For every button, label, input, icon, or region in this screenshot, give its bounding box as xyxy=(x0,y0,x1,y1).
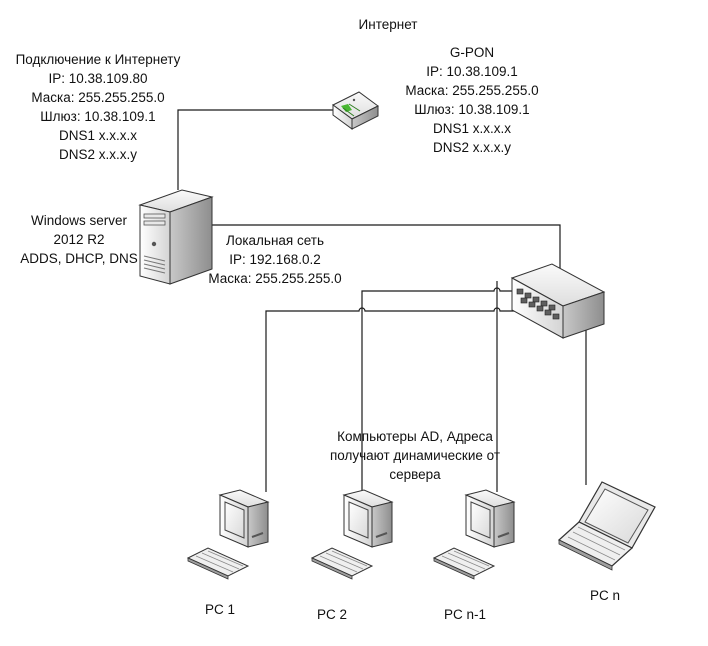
pc-n-label: PC n xyxy=(589,588,620,603)
pc1-label: PC 1 xyxy=(204,602,235,617)
lan-ip: IP: 192.168.0.2 xyxy=(229,252,321,267)
desktop-pc-icon xyxy=(310,489,394,580)
gpon-ip: IP: 10.38.109.1 xyxy=(426,64,518,79)
pc2-label: PC 2 xyxy=(316,607,347,622)
clients-note: Компьютеры AD, Адреса получают динамичес… xyxy=(329,429,501,482)
server-version: 2012 R2 xyxy=(53,232,105,247)
internet-label: Интернет xyxy=(358,17,418,32)
wan-mask: Маска: 255.255.255.0 xyxy=(31,90,165,105)
gpon-mask: Маска: 255.255.255.0 xyxy=(405,83,539,98)
desktop-pc-icon xyxy=(432,489,516,580)
lan-mask: Маска: 255.255.255.0 xyxy=(208,271,342,286)
wan-connection-info: Подключение к Интернету IP: 10.38.109.80… xyxy=(0,50,196,164)
gpon-gateway: Шлюз: 10.38.109.1 xyxy=(414,102,530,117)
server-info: Windows server 2012 R2 ADDS, DHCP, DNS xyxy=(14,211,144,268)
wan-gateway: Шлюз: 10.38.109.1 xyxy=(40,109,156,124)
server-icon xyxy=(138,189,214,285)
lan-info: Локальная сеть IP: 192.168.0.2 Маска: 25… xyxy=(196,231,354,288)
link-pc1 xyxy=(265,307,517,492)
link-pc2 xyxy=(361,287,517,492)
gpon-dns1: DNS1 x.x.x.x xyxy=(432,121,511,136)
switch-icon xyxy=(510,263,606,339)
wan-title: Подключение к Интернету xyxy=(15,52,181,67)
lan-title: Локальная сеть xyxy=(225,233,325,248)
wan-dns1: DNS1 x.x.x.x xyxy=(58,128,137,143)
link-server-router xyxy=(177,109,336,190)
gpon-info: G-PON IP: 10.38.109.1 Маска: 255.255.255… xyxy=(384,43,560,157)
server-os: Windows server xyxy=(30,213,128,228)
desktop-pc-icon xyxy=(186,489,270,580)
wan-ip: IP: 10.38.109.80 xyxy=(48,71,148,86)
laptop-icon xyxy=(557,481,656,571)
server-roles: ADDS, DHCP, DNS xyxy=(20,251,138,266)
router-icon xyxy=(332,91,379,130)
pc-n-1-label: PC n-1 xyxy=(443,607,487,622)
wan-dns2: DNS2 x.x.x.y xyxy=(58,147,137,162)
gpon-dns2: DNS2 x.x.x.y xyxy=(432,140,511,155)
gpon-title: G-PON xyxy=(449,45,495,60)
